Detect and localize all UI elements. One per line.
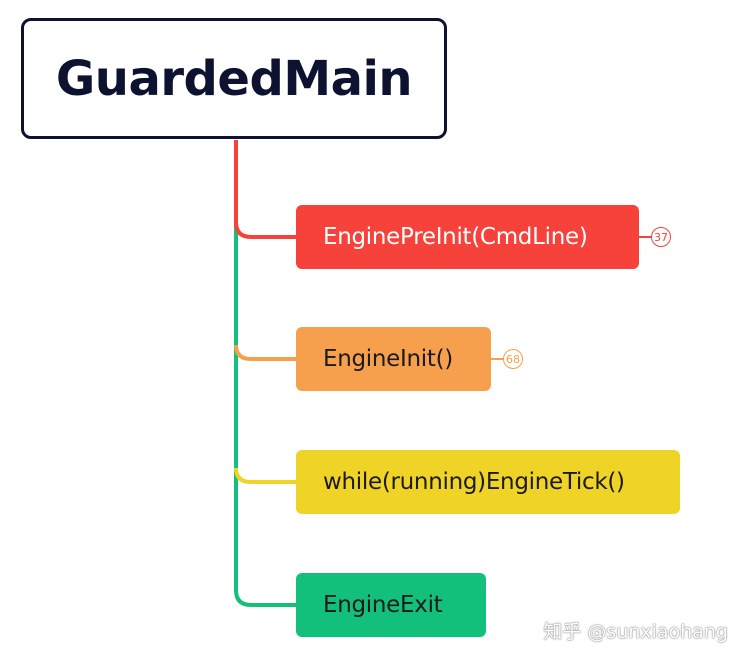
connector-init [234, 344, 297, 361]
root-node[interactable]: GuardedMain [21, 18, 447, 139]
root-title: GuardedMain [55, 50, 413, 107]
connector-exit [234, 589, 297, 607]
count-badge[interactable]: 68 [503, 349, 523, 369]
branch-node-engine-init[interactable]: EngineInit() [296, 327, 491, 391]
branch-label: EngineExit [323, 592, 443, 618]
branch-label: EnginePreInit(CmdLine) [323, 224, 588, 250]
branch-node-engine-tick[interactable]: while(running)EngineTick() [296, 450, 680, 514]
branch-node-engine-preinit[interactable]: EnginePreInit(CmdLine) [296, 205, 639, 269]
connector-preinit [234, 221, 297, 239]
connector-tick [234, 467, 297, 484]
branch-node-engine-exit[interactable]: EngineExit [296, 573, 486, 637]
count-badge[interactable]: 37 [651, 227, 671, 247]
branch-label: EngineInit() [323, 346, 453, 372]
watermark: 知乎 @sunxiaohang [543, 621, 728, 643]
branch-label: while(running)EngineTick() [323, 469, 625, 495]
